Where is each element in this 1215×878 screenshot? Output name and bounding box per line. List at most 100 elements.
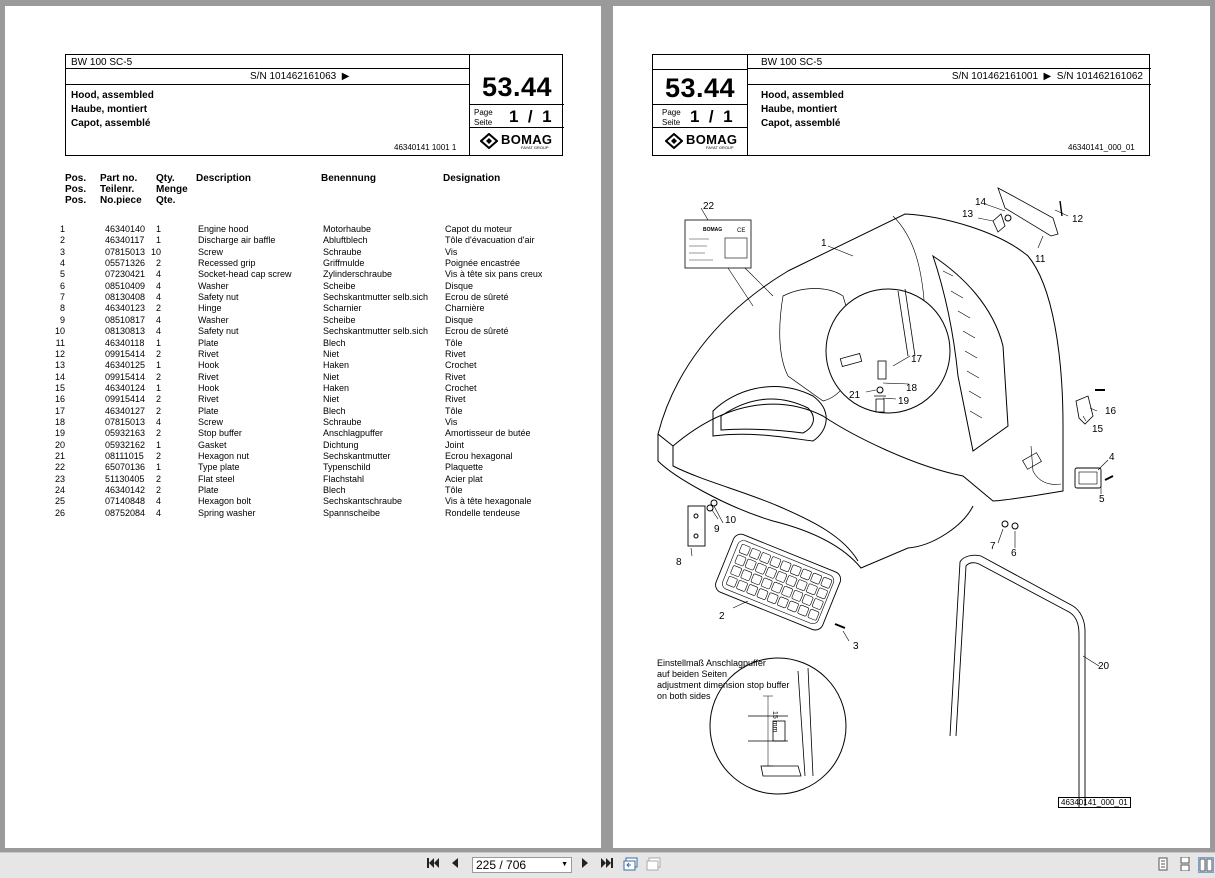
single-page-icon	[1158, 857, 1168, 871]
cell-part: 08510817	[105, 314, 146, 325]
bomag-logo-icon	[665, 133, 683, 149]
baffle-slot	[736, 580, 748, 592]
baffle-slot	[775, 571, 787, 583]
baffle-slot	[807, 609, 820, 621]
gasket-20	[949, 554, 1086, 808]
cell-pos: 18	[54, 416, 65, 427]
cell-qty: 1	[155, 360, 161, 371]
cell-part: 46340123	[105, 303, 146, 314]
cell-qty: 4	[155, 326, 161, 337]
cell-des: Tôle	[445, 485, 463, 496]
cell-ben: Blech	[323, 337, 346, 348]
page-number-input[interactable]: 225 / 706 ▼	[472, 857, 572, 873]
cell-qty: 4	[155, 269, 161, 280]
cell-qty: 1	[155, 235, 161, 246]
chevron-down-icon[interactable]: ▼	[561, 861, 568, 868]
cell-pos: 11	[55, 337, 65, 348]
cell-desc: Socket-head cap screw	[198, 269, 292, 280]
cell-desc: Rivet	[198, 394, 219, 405]
cell-des: Disque	[445, 280, 474, 291]
next-page-button[interactable]	[579, 857, 591, 873]
document-number: 46340141_000_01	[1068, 143, 1135, 152]
cell-ben: Griffmulde	[323, 258, 365, 269]
cell-ben: Sechskantschraube	[323, 496, 403, 507]
baffle-slot	[779, 560, 792, 572]
baffle-slot	[749, 548, 761, 560]
cell-ben: Scheibe	[323, 314, 356, 325]
model-label: BW 100 SC-5	[748, 55, 1151, 69]
cell-ben: Zylinderschraube	[323, 269, 393, 280]
col-pos: Pos.Pos.Pos.	[65, 173, 87, 206]
adjustment-note: Einstellmaß Anschlagpuffer auf beiden Se…	[657, 658, 789, 702]
cell-pos: 19	[54, 428, 65, 439]
col-benennung: Benennung	[321, 173, 376, 184]
baffle-slot	[755, 562, 767, 575]
cell-qty: 1	[155, 462, 161, 473]
cell-des: Charnière	[445, 303, 485, 314]
single-page-view-button[interactable]	[1156, 857, 1170, 873]
cell-desc: Screw	[198, 416, 224, 427]
cell-pos: 8	[59, 303, 65, 314]
cell-des: Ecrou de sûreté	[445, 292, 509, 303]
cell-pos: 4	[59, 258, 65, 269]
cell-qty: 4	[155, 314, 161, 325]
cell-des: Vis à tête hexagonale	[445, 496, 532, 507]
page-label-de: Seite	[662, 118, 681, 127]
serial-range-text: S/N 101462161063	[250, 71, 337, 82]
note-line-3: adjustment dimension stop buffer	[657, 680, 790, 690]
first-page-button[interactable]	[426, 857, 440, 873]
baffle-slot	[766, 592, 779, 604]
cell-part: 51130405	[105, 473, 145, 484]
callout-9: 9	[714, 524, 720, 535]
callout-11: 11	[1035, 254, 1046, 265]
viewer-toolbar: 225 / 706 ▼	[0, 852, 1215, 878]
first-page-icon	[427, 858, 439, 868]
last-page-button[interactable]	[600, 857, 614, 873]
cell-qty: 2	[155, 451, 161, 461]
cell-desc: Plate	[198, 337, 219, 348]
cell-desc: Washer	[198, 314, 229, 325]
page-number: 1 / 1	[690, 107, 733, 126]
logo-text: BOMAG	[501, 132, 553, 147]
drawing-number: 46340141_000_01	[1058, 797, 1131, 808]
next-view-button[interactable]	[646, 857, 662, 873]
cell-ben: Niet	[323, 371, 340, 382]
cell-qty: 2	[155, 473, 161, 484]
baffle-slot	[769, 556, 782, 568]
cell-pos: 26	[54, 507, 65, 518]
page-label-en: Page	[474, 108, 493, 117]
baffle-slot	[791, 590, 804, 602]
baffle-slot	[790, 564, 802, 577]
cell-ben: Spannscheibe	[323, 507, 381, 518]
last-page-icon	[601, 858, 613, 868]
baffle-slot	[795, 579, 808, 591]
two-page-view-button[interactable]	[1198, 857, 1214, 873]
continuous-view-button[interactable]	[1178, 856, 1192, 873]
cell-ben: Blech	[323, 405, 346, 416]
cell-pos: 16	[54, 394, 65, 405]
cell-des: Tôle	[445, 405, 463, 416]
logo-subtext: FAYAT GROUP	[521, 145, 549, 150]
group-number: 53.44	[653, 69, 747, 105]
title-block: Hood, assembled Haube, montiert Capot, a…	[71, 89, 154, 131]
cell-des: Vis	[445, 416, 458, 427]
title-block: Hood, assembled Haube, montiert Capot, a…	[761, 89, 844, 131]
cell-part: 46340127	[105, 405, 146, 416]
cell-desc: Rivet	[198, 371, 219, 382]
cell-ben: Sechskantmutter selb.sich	[323, 326, 429, 337]
prev-page-button[interactable]	[449, 857, 461, 873]
detail-circle	[825, 288, 951, 414]
note-line-2: auf beiden Seiten	[657, 669, 728, 679]
cell-desc: Recessed grip	[198, 258, 256, 269]
previous-view-button[interactable]	[623, 857, 639, 873]
cell-qty: 4	[155, 280, 161, 291]
callout-2: 2	[719, 611, 725, 622]
cell-qty: 4	[155, 416, 161, 427]
